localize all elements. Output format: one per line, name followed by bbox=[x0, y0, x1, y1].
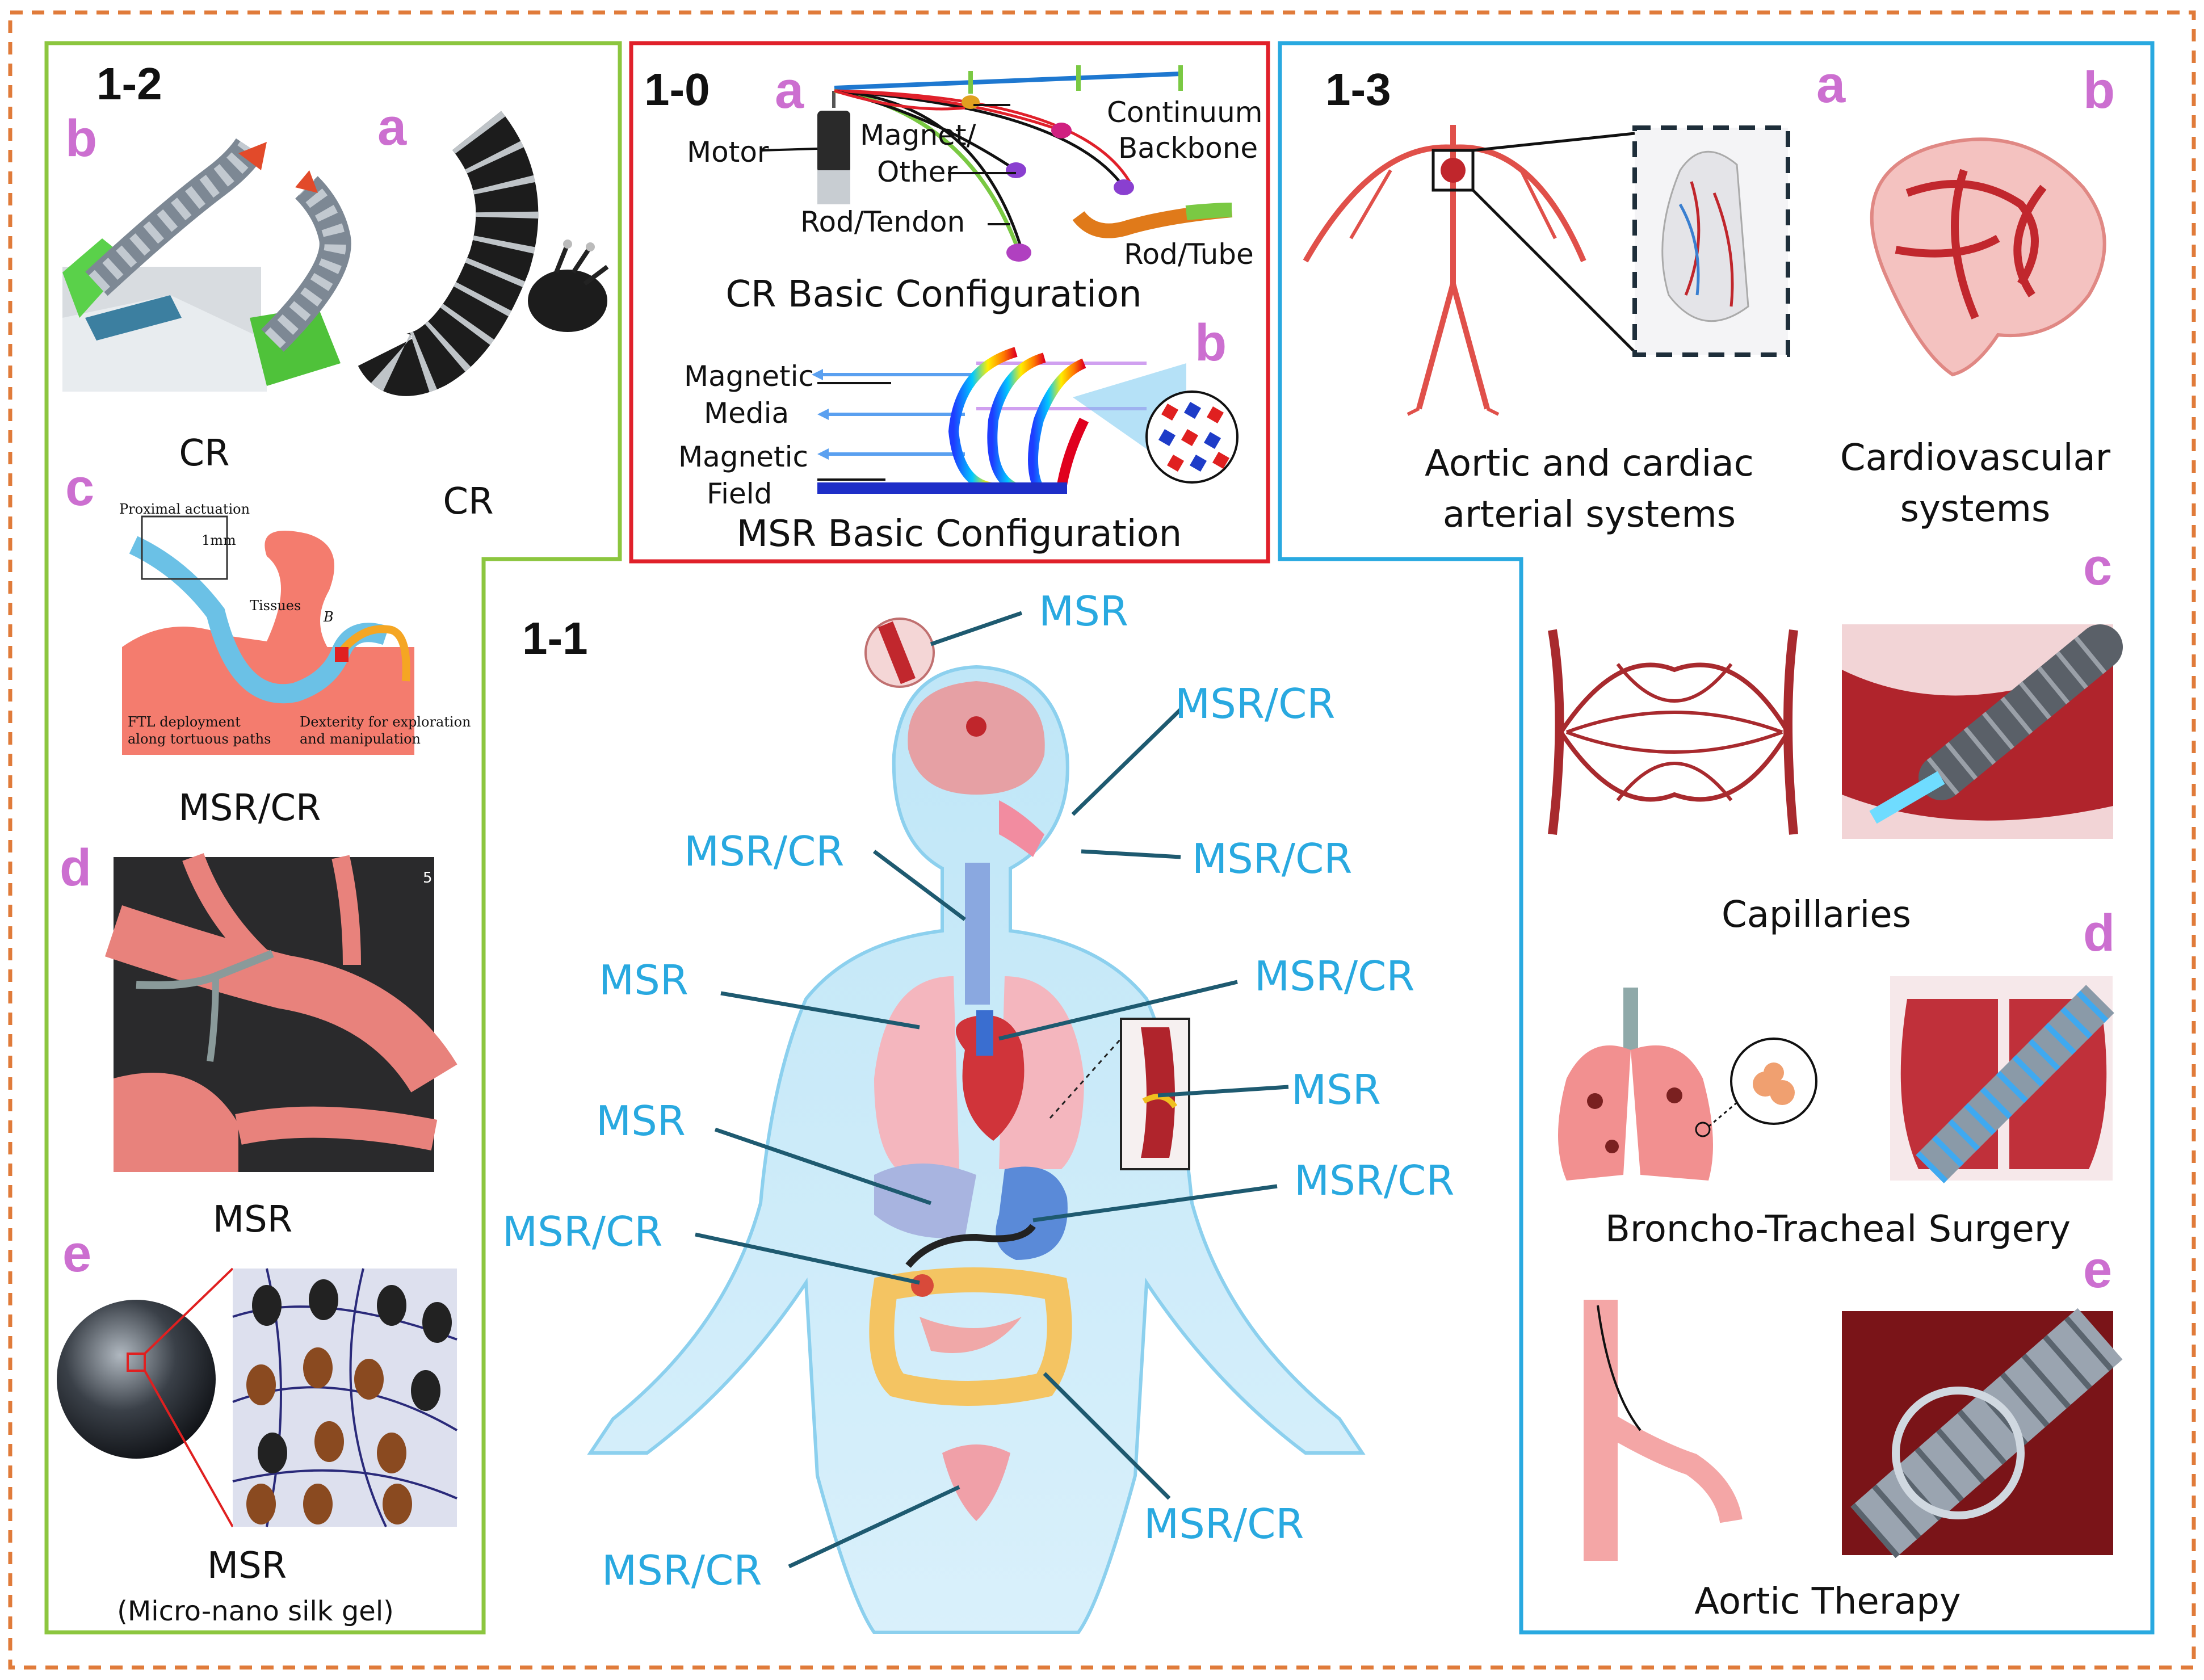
uterus-organ bbox=[942, 1444, 1010, 1521]
panel-1-2-b-letter: b bbox=[65, 110, 97, 167]
panel-1-0: 1-0 a bbox=[629, 41, 1270, 564]
label-magnetic-media-2: Media bbox=[704, 397, 789, 430]
colon-organ bbox=[869, 1267, 1072, 1406]
trachea-organ bbox=[965, 863, 990, 1005]
panel-1-2: 1-2 b CR a CR c bbox=[44, 41, 622, 1635]
panel-1-0-a-caption: CR Basic Configuration bbox=[725, 274, 1141, 316]
scale-1mm-label: 1mm bbox=[201, 532, 236, 548]
panel-1-3-a-caption-1: Aortic and cardiac bbox=[1425, 443, 1754, 485]
robot-arm-illustration bbox=[62, 138, 351, 392]
callout-trachea: MSR/CR bbox=[684, 828, 844, 875]
magnetic-soft-robot-diagram: Magnetic Media Magnetic Field bbox=[678, 347, 1239, 510]
panel-1-3-a-letter: a bbox=[1816, 56, 1846, 114]
callout-colon: MSR/CR bbox=[1144, 1500, 1304, 1548]
label-continuum: Continuum bbox=[1107, 96, 1262, 129]
outer-dashed-border bbox=[8, 10, 2196, 1670]
dexterity-label-2: and manipulation bbox=[300, 731, 421, 747]
callout-heart: MSR/CR bbox=[1254, 952, 1414, 1000]
panel-1-3-b-letter: b bbox=[2083, 61, 2115, 119]
ftl-label-2: along tortuous paths bbox=[128, 731, 271, 747]
panel-1-3-b-caption-1: Cardiovascular bbox=[1840, 437, 2111, 479]
label-other: Other bbox=[877, 156, 958, 188]
segmented-robot-illustration bbox=[358, 111, 609, 396]
tissues-label: Tissues bbox=[250, 598, 301, 614]
panel-1-2-a-letter: a bbox=[377, 98, 407, 156]
panel-1-1: 1-1 bbox=[502, 587, 1454, 1634]
panel-1-3-border bbox=[1278, 41, 2155, 1635]
silk-gel-illustration bbox=[57, 1267, 458, 1527]
callout-arm-vessel: MSR bbox=[1291, 1066, 1381, 1114]
motor-body bbox=[817, 111, 850, 173]
panel-1-3-d-letter: d bbox=[2083, 904, 2115, 962]
panel-1-3-id: 1-3 bbox=[1325, 64, 1391, 115]
aorta-branch-illustration bbox=[1584, 1300, 1743, 1561]
panel-1-2-c-letter: c bbox=[65, 459, 94, 516]
callout-nasal: MSR/CR bbox=[1175, 680, 1335, 728]
panel-1-0-a-letter: a bbox=[775, 61, 804, 119]
panel-1-2-d-letter: d bbox=[60, 839, 91, 897]
panel-1-2-e-subcaption: (Micro-nano silk gel) bbox=[117, 1595, 394, 1627]
panel-1-2-c-caption: MSR/CR bbox=[178, 787, 321, 829]
panel-1-1-id: 1-1 bbox=[522, 613, 588, 663]
panel-1-0-b-letter: b bbox=[1195, 314, 1227, 372]
panel-1-2-e-letter: e bbox=[62, 1225, 91, 1283]
callout-duodenum: MSR/CR bbox=[502, 1208, 662, 1255]
label-rod-tube: Rod/Tube bbox=[1124, 238, 1254, 271]
panel-1-3-c-caption: Capillaries bbox=[1722, 894, 1911, 936]
dexterity-label-1: Dexterity for exploration bbox=[300, 714, 471, 730]
callout-brain-vessel: MSR bbox=[1039, 587, 1128, 635]
label-magnet: Magnet/ bbox=[860, 119, 976, 152]
callout-leader-lines bbox=[695, 611, 1289, 1569]
callout-lung: MSR bbox=[599, 956, 689, 1004]
callout-stomach: MSR/CR bbox=[1294, 1157, 1454, 1204]
panel-1-2-id: 1-2 bbox=[96, 58, 162, 109]
panel-1-2-b-caption: CR bbox=[179, 432, 229, 474]
panel-1-2-border bbox=[44, 41, 622, 1635]
brain-vessel-illustration bbox=[1870, 137, 2106, 377]
lung-illustration bbox=[1558, 988, 1817, 1181]
capillary-robot-render bbox=[1842, 624, 2123, 839]
bronchial-robot-render bbox=[1890, 976, 2114, 1183]
label-magnetic-field-2: Field bbox=[707, 477, 772, 510]
panel-1-0-b-caption: MSR Basic Configuration bbox=[737, 513, 1182, 555]
panel-1-2-d-caption: MSR bbox=[213, 1199, 292, 1241]
human-body-illustration bbox=[587, 618, 1366, 1634]
panel-1-3-d-caption: Broncho-Tracheal Surgery bbox=[1605, 1208, 2071, 1250]
label-magnetic-field-1: Magnetic bbox=[678, 440, 808, 473]
tissue-schematic: Proximal actuation 1mm Tissues B FTL dep… bbox=[119, 501, 471, 755]
panel-1-3-b-caption-2: systems bbox=[1900, 488, 2051, 530]
panel-1-3-c-letter: c bbox=[2083, 538, 2112, 596]
field-b-label: B bbox=[323, 609, 334, 625]
panel-1-0-border bbox=[629, 41, 1270, 564]
continuum-robot-diagram: Motor Magnet/ Other Continuum Backbone R… bbox=[687, 65, 1262, 271]
callout-oral: MSR/CR bbox=[1192, 835, 1352, 883]
panel-1-0-id: 1-0 bbox=[644, 64, 710, 115]
ftl-label-1: FTL deployment bbox=[128, 714, 241, 730]
heart-organ bbox=[956, 1015, 1025, 1141]
aortic-robot-render bbox=[1842, 1308, 2123, 1559]
panel-1-3: 1-3 a Aortic and cardiac arterial system… bbox=[1278, 41, 2155, 1635]
gel-particles bbox=[246, 1279, 452, 1524]
label-motor: Motor bbox=[687, 136, 769, 169]
label-rod-tendon: Rod/Tendon bbox=[800, 205, 965, 238]
particle-pattern bbox=[1158, 401, 1230, 472]
panel-1-3-e-letter: e bbox=[2083, 1241, 2112, 1299]
panel-1-2-e-caption: MSR bbox=[207, 1545, 287, 1587]
label-backbone: Backbone bbox=[1118, 132, 1258, 165]
panel-1-2-a-caption: CR bbox=[443, 481, 493, 523]
capillary-network bbox=[1548, 629, 1798, 835]
callout-liver: MSR bbox=[596, 1097, 686, 1145]
scale-label-5: 5 bbox=[423, 870, 433, 887]
label-magnetic-media-1: Magnetic bbox=[684, 360, 814, 393]
callout-uterus: MSR/CR bbox=[602, 1547, 762, 1594]
vessel-render: 5 bbox=[104, 853, 457, 1172]
arterial-system-illustration bbox=[1303, 125, 1790, 416]
panel-1-3-e-caption: Aortic Therapy bbox=[1694, 1581, 1961, 1623]
proximal-actuation-label: Proximal actuation bbox=[119, 501, 250, 517]
panel-1-3-a-caption-2: arterial systems bbox=[1443, 494, 1736, 536]
brain-organ bbox=[908, 681, 1045, 795]
